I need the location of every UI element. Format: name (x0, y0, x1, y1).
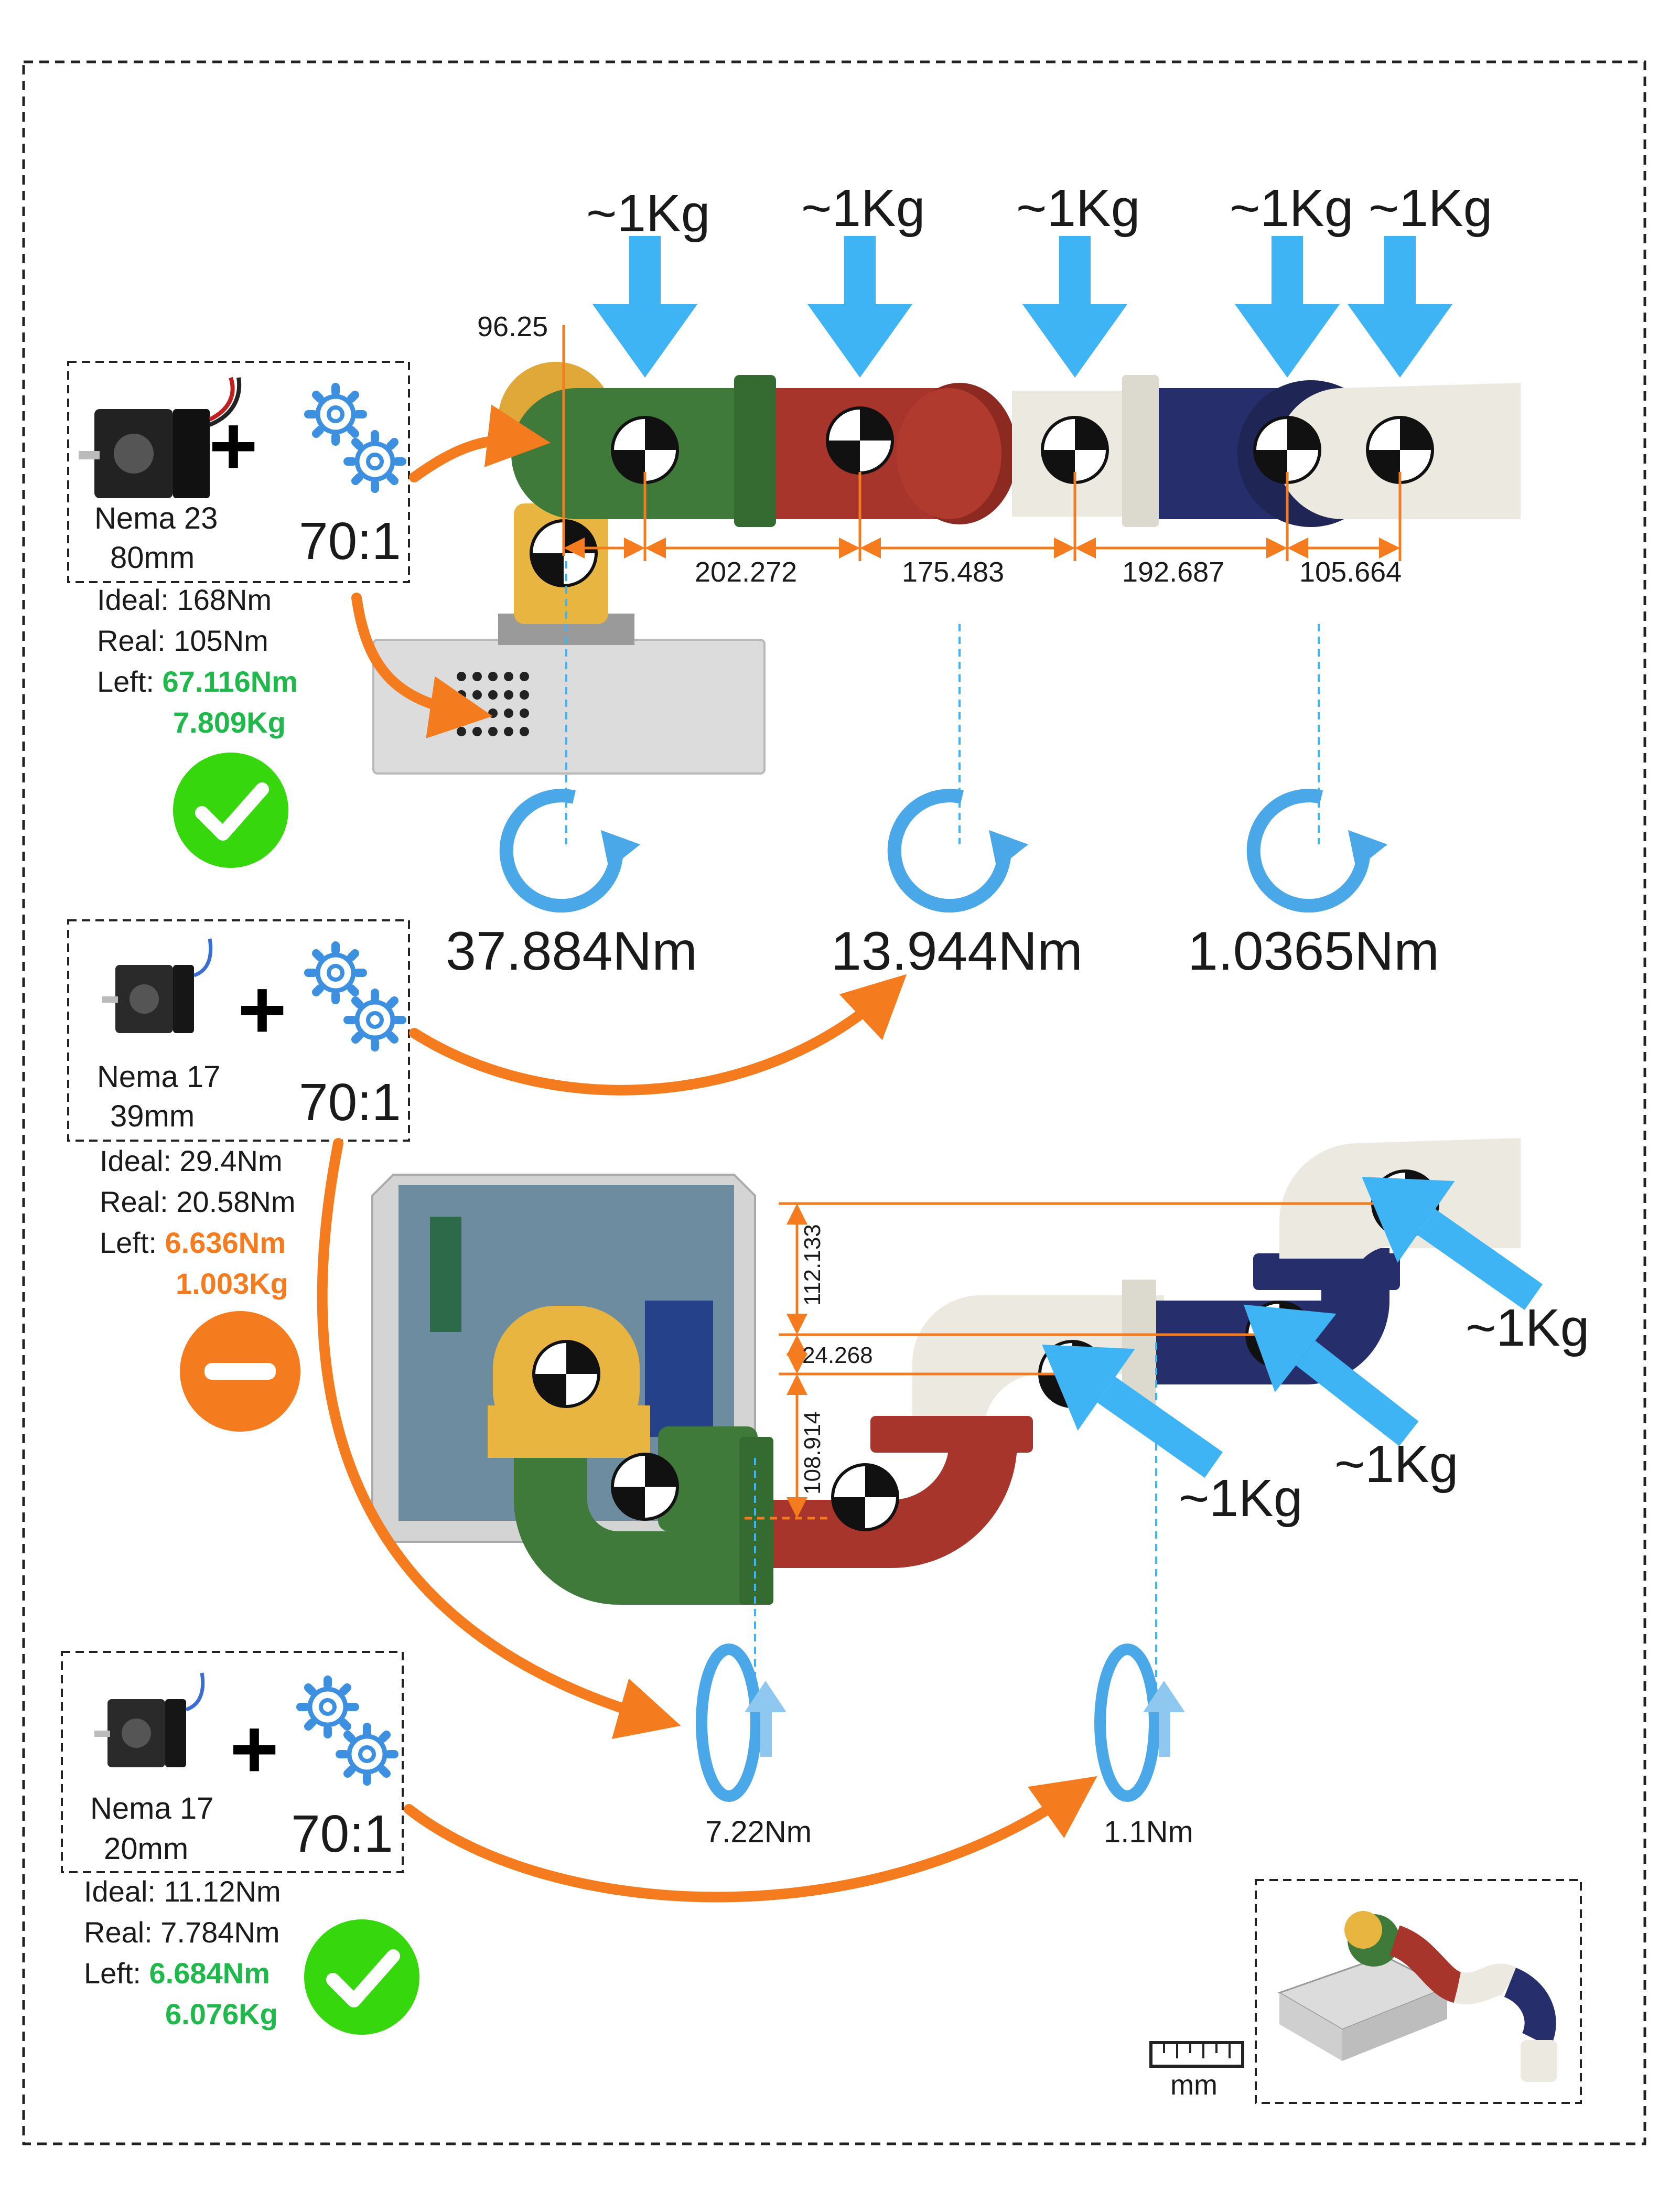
rotation-ring-icon (702, 1649, 787, 1796)
torque-label: 7.22Nm (705, 1815, 812, 1849)
center-of-mass-marker (612, 1454, 677, 1519)
torque-label: 1.1Nm (1104, 1815, 1193, 1849)
left-margin: Left: 6.684Nm (84, 1953, 270, 1994)
left-label: Left: (100, 1226, 165, 1259)
distance-label: 105.664 (1299, 556, 1402, 588)
check-icon (173, 753, 288, 868)
center-of-mass-marker (827, 408, 892, 473)
gear-icon (300, 1680, 355, 1734)
green-link (514, 1458, 745, 1605)
distance-label: 175.483 (902, 556, 1005, 588)
load-label: ~1Kg (1230, 179, 1354, 238)
plus-icon: + (230, 1702, 278, 1796)
distance-label: 202.272 (695, 556, 798, 588)
offset-label: 96.25 (477, 311, 548, 342)
load-label: ~1Kg (1369, 179, 1493, 238)
gear-ratio: 70:1 (291, 1805, 393, 1863)
motor-size: 80mm (110, 541, 195, 575)
load-arrow-icon (1022, 236, 1127, 378)
load-label: ~1Kg (1334, 1435, 1459, 1494)
height-label: 108.914 (800, 1411, 825, 1495)
left-mass: 6.076Kg (165, 1998, 278, 2031)
load-label: ~1Kg (1179, 1469, 1303, 1528)
outer-frame (22, 60, 1646, 2145)
red-link (773, 1416, 1017, 1568)
left-label: Left: (97, 665, 163, 698)
load-label: ~1Kg (1016, 179, 1140, 238)
connector-arrow (351, 593, 493, 739)
center-of-mass-marker (534, 1341, 599, 1406)
real-torque: Real: 105Nm (97, 624, 268, 657)
motor-name: Nema 23 (94, 501, 218, 535)
motor-box-1 (67, 361, 410, 583)
motor-box-2 (67, 919, 410, 1142)
gear-icon (340, 1727, 394, 1781)
gear-ratio: 70:1 (299, 1073, 401, 1132)
left-mass: 7.809Kg (173, 706, 286, 739)
torque-label: 1.0365Nm (1188, 921, 1439, 982)
gear-icon (308, 387, 363, 442)
left-torque: 6.684Nm (149, 1957, 270, 1990)
motor-name: Nema 17 (90, 1791, 214, 1826)
connector-arrow (404, 1776, 1097, 1903)
connector-arrow (409, 974, 907, 1096)
load-label: ~1Kg (1466, 1298, 1590, 1357)
rotation-ring-icon (1100, 1649, 1185, 1796)
height-label: 24.268 (802, 1343, 873, 1368)
connector-arrow (409, 404, 551, 482)
load-arrow-icon (1348, 236, 1452, 378)
ideal-torque: Ideal: 168Nm (97, 583, 272, 616)
gear-icon (348, 434, 402, 489)
motor-size: 20mm (104, 1832, 189, 1866)
center-of-mass-marker (833, 1465, 898, 1530)
left-label: Left: (84, 1957, 149, 1990)
motor-box-3 (61, 1651, 404, 1873)
stepper-motor-icon (94, 1673, 203, 1767)
left-torque: 67.116Nm (162, 665, 298, 698)
plus-icon: + (238, 962, 286, 1056)
minus-icon (180, 1311, 300, 1432)
plus-icon: + (209, 399, 257, 492)
torque-label: 13.944Nm (831, 921, 1083, 982)
load-arrow-icon (592, 236, 697, 378)
motor-name: Nema 17 (97, 1060, 221, 1094)
left-torque: 6.636Nm (165, 1226, 286, 1259)
rotation-arrow-icon (895, 796, 1028, 906)
check-icon (304, 1919, 419, 2035)
rotation-arrow-icon (507, 796, 640, 906)
top-view (372, 236, 1521, 906)
left-margin: Left: 6.636Nm (100, 1222, 286, 1263)
left-mass: 1.003Kg (176, 1267, 288, 1300)
gear-icon (348, 993, 402, 1047)
ideal-torque: Ideal: 11.12Nm (84, 1875, 281, 1908)
rotation-arrow-icon (1254, 796, 1387, 906)
scale-unit-label: mm (1170, 2069, 1218, 2101)
torque-label: 37.884Nm (446, 921, 697, 982)
load-arrow-icon (807, 236, 912, 378)
load-arrow-icon (1235, 236, 1340, 378)
load-label: ~1Kg (801, 179, 925, 238)
left-margin: Left: 67.116Nm (97, 661, 298, 702)
ruler-icon (1149, 2041, 1244, 2068)
motor-size: 39mm (110, 1099, 195, 1133)
gear-icon (308, 946, 363, 1000)
side-view (371, 1136, 1563, 1796)
distance-label: 192.687 (1122, 556, 1225, 588)
robot-preview-thumbnail (1277, 1911, 1557, 2082)
white-link-1 (912, 1295, 1164, 1416)
height-label: 112.133 (800, 1224, 825, 1306)
gear-ratio: 70:1 (299, 512, 401, 571)
ideal-torque: Ideal: 29.4Nm (100, 1144, 283, 1177)
load-label: ~1Kg (586, 184, 710, 243)
stepper-motor-icon (102, 939, 211, 1033)
real-torque: Real: 7.784Nm (84, 1916, 280, 1949)
real-torque: Real: 20.58Nm (100, 1185, 296, 1218)
connector-arrow (317, 1138, 681, 1739)
